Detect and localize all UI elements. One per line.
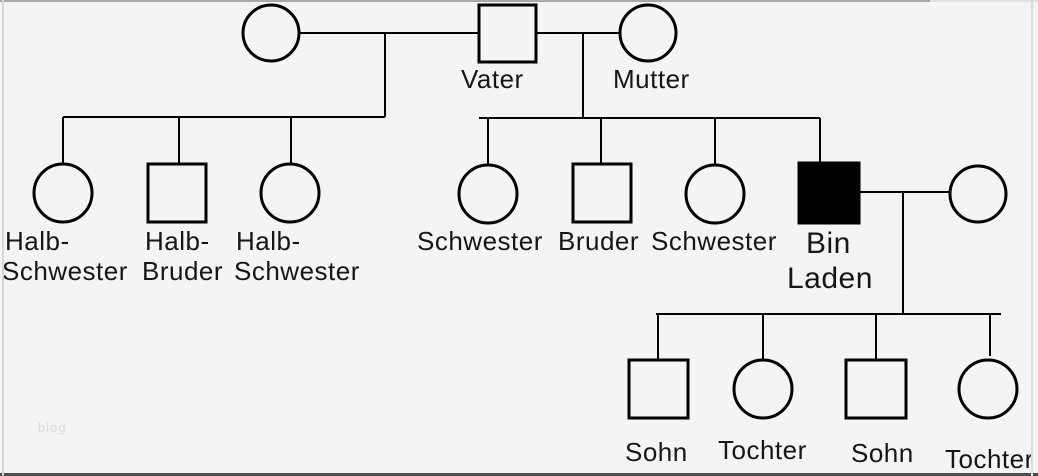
label-schwester-1: Schwester — [417, 226, 543, 256]
node-halb-schwester-1 — [32, 162, 94, 224]
frame-border-top-right — [930, 0, 1038, 2]
node-mutter — [618, 3, 678, 63]
frame-border-right — [1031, 0, 1033, 476]
node-bruder — [571, 162, 633, 224]
node-vater — [477, 3, 538, 64]
label-sohn-2: Sohn — [851, 438, 914, 468]
frame-border-bottom — [0, 473, 1038, 476]
label-halb-schwester-1-line1: Halb- — [5, 226, 70, 256]
label-halb-bruder-line2: Bruder — [142, 256, 224, 286]
label-bin-laden-line1: Bin — [806, 227, 851, 260]
node-schwester-2 — [684, 163, 746, 225]
label-halb-schwester-1-line2: Schwester — [2, 256, 128, 286]
watermark-text: blog — [38, 420, 67, 435]
node-schwester-1 — [457, 163, 519, 225]
node-first-wife — [241, 3, 301, 63]
node-tochter-2 — [957, 358, 1019, 420]
node-bin-laden — [797, 161, 861, 225]
label-bin-laden-line2: Laden — [787, 262, 873, 295]
frame-border-top — [0, 0, 930, 2]
label-schwester-2: Schwester — [651, 226, 777, 256]
label-mutter: Mutter — [613, 64, 690, 94]
node-tochter-1 — [732, 358, 794, 420]
label-halb-schwester-2-line1: Halb- — [236, 226, 301, 256]
label-tochter-2: Tochter — [945, 444, 1034, 474]
node-halb-schwester-2 — [259, 162, 321, 224]
label-halb-schwester-2-line2: Schwester — [234, 256, 360, 286]
label-halb-bruder-line1: Halb- — [145, 226, 210, 256]
label-tochter-1: Tochter — [718, 435, 807, 465]
node-ehefrau — [948, 164, 1008, 224]
frame-border-left — [2, 0, 4, 476]
node-sohn-1 — [627, 358, 690, 420]
label-vater: Vater — [461, 64, 524, 94]
label-bruder: Bruder — [558, 226, 640, 256]
node-halb-bruder — [146, 162, 208, 224]
label-sohn-1: Sohn — [625, 437, 688, 467]
node-sohn-2 — [844, 358, 908, 420]
